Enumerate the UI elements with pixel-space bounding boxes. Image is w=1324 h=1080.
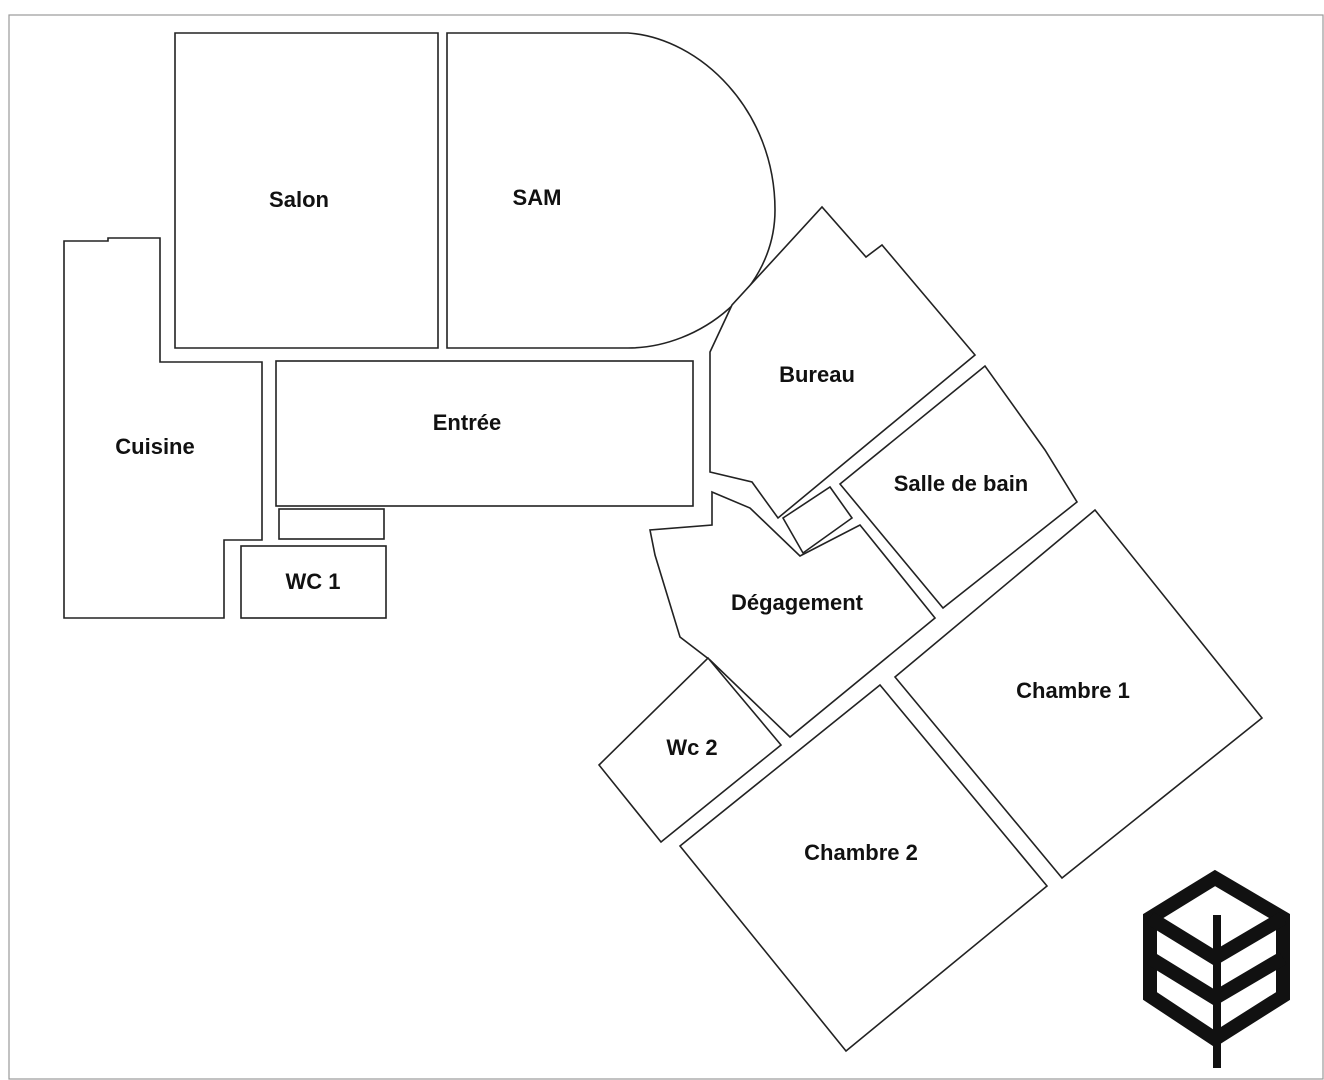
plan-frame (8, 14, 1324, 1080)
closet-entree (278, 508, 385, 540)
room-bureau-outline (709, 205, 977, 520)
room-chambre2: Chambre 2 (678, 683, 1049, 1053)
room-chambre1-label: Chambre 1 (1016, 678, 1130, 703)
room-salon: Salon (174, 32, 439, 349)
room-sam: SAM (446, 32, 776, 349)
room-entree-label: Entrée (433, 410, 501, 435)
room-salle-de-bain-outline (838, 364, 1079, 610)
room-chambre1-outline (893, 508, 1264, 880)
room-wc1-outline (240, 545, 387, 619)
room-cuisine-outline (63, 237, 263, 619)
room-bureau-label: Bureau (779, 362, 855, 387)
room-degagement-outline (649, 490, 937, 739)
room-cuisine-label: Cuisine (115, 434, 194, 459)
room-wc1-label: WC 1 (286, 569, 341, 594)
room-bureau: Bureau (709, 205, 977, 520)
room-degagement-label: Dégagement (731, 590, 864, 615)
room-cuisine: Cuisine (63, 237, 263, 619)
room-sam-label: SAM (513, 185, 562, 210)
room-salon-outline (174, 32, 439, 349)
house-leaf-logo-icon (1143, 869, 1290, 1068)
room-wc2-outline (597, 656, 783, 844)
room-wc1: WC 1 (240, 545, 387, 619)
room-sam-outline (446, 32, 776, 349)
room-wc2: Wc 2 (597, 656, 783, 844)
room-chambre2-outline (678, 683, 1049, 1053)
room-salon-label: Salon (269, 187, 329, 212)
room-degagement: Dégagement (649, 490, 937, 739)
room-wc2-label: Wc 2 (666, 735, 717, 760)
room-chambre1: Chambre 1 (893, 508, 1264, 880)
room-chambre2-label: Chambre 2 (804, 840, 918, 865)
room-entree: Entrée (275, 360, 694, 507)
room-entree-outline (275, 360, 694, 507)
room-salle-de-bain: Salle de bain (838, 364, 1079, 610)
room-salle-de-bain-label: Salle de bain (894, 471, 1029, 496)
closet-bureau (781, 485, 854, 555)
